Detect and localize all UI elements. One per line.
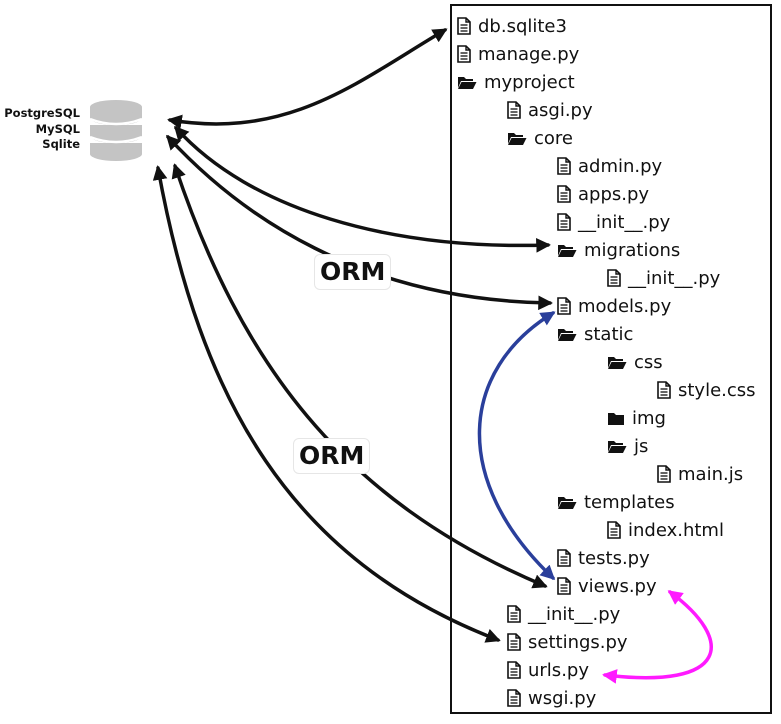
db-label-postgresql: PostgreSQL [4,106,80,120]
db-label-sqlite: Sqlite [42,137,80,151]
orm-label-2: ORM [293,438,371,474]
tree-item-label: index.html [628,519,724,541]
folder-open-icon [558,496,577,509]
file-icon [507,633,521,651]
tree-item-label: db.sqlite3 [478,15,567,37]
folder-icon [608,412,624,425]
tree-item-label: __init__.py [628,267,721,289]
tree-folder-item[interactable]: js [607,433,648,459]
tree-item-label: __init__.py [578,211,671,233]
tree-item-label: manage.py [478,43,580,65]
file-icon [557,157,571,175]
tree-folder-item[interactable]: css [607,349,663,375]
tree-item-label: __init__.py [528,603,621,625]
tree-file-item[interactable]: __init__.py [607,265,720,291]
tree-item-label: models.py [578,295,672,317]
tree-item-label: main.js [678,463,744,485]
database-labels: PostgreSQL MySQL Sqlite [4,106,80,153]
tree-item-label: myproject [484,71,575,93]
tree-file-item[interactable]: asgi.py [507,97,593,123]
file-icon [507,661,521,679]
folder-open-icon [608,356,627,369]
tree-item-label: urls.py [528,659,589,681]
tree-item-label: apps.py [578,183,650,205]
tree-folder-item[interactable]: migrations [557,237,680,263]
tree-file-item[interactable]: index.html [607,517,724,543]
tree-item-label: static [584,323,634,345]
tree-file-item[interactable]: urls.py [507,657,589,683]
tree-item-label: migrations [584,239,681,261]
tree-file-item[interactable]: __init__.py [557,209,670,235]
tree-file-item[interactable]: models.py [557,293,671,319]
tree-folder-item[interactable]: static [557,321,633,347]
database-icon [88,98,144,166]
folder-open-icon [458,76,477,89]
tree-file-item[interactable]: db.sqlite3 [457,13,567,39]
tree-file-item[interactable]: manage.py [457,41,579,67]
arrow-db-to-settings [152,165,501,643]
file-icon [557,185,571,203]
arrow-views-to-urls [602,590,713,684]
arrow-models-to-views [477,311,556,581]
tree-file-item[interactable]: admin.py [557,153,662,179]
tree-file-item[interactable]: __init__.py [507,601,620,627]
db-label-mysql: MySQL [35,121,80,136]
folder-open-icon [608,440,627,453]
tree-file-item[interactable]: apps.py [557,181,649,207]
tree-file-item[interactable]: tests.py [557,545,650,571]
tree-item-label: style.css [678,379,756,401]
file-icon [607,521,621,539]
file-icon [557,297,571,315]
orm-label-1: ORM [314,254,392,290]
folder-open-icon [558,244,577,257]
tree-item-label: templates [584,491,675,513]
file-icon [657,381,671,399]
file-icon [507,605,521,623]
tree-folder-item[interactable]: img [607,405,666,431]
tree-item-label: tests.py [578,547,650,569]
tree-item-label: admin.py [578,155,663,177]
file-icon [507,101,521,119]
tree-item-label: css [634,351,663,373]
file-icon [557,549,571,567]
file-icon [557,213,571,231]
file-icon [557,577,571,595]
file-icon [457,17,471,35]
tree-folder-item[interactable]: myproject [457,69,575,95]
tree-file-item[interactable]: main.js [657,461,743,487]
folder-open-icon [558,328,577,341]
arrow-db-to-db-sqlite3 [167,28,448,130]
file-icon [507,689,521,707]
arrow-db-to-migrations [174,125,551,253]
tree-item-label: js [634,435,649,457]
file-icon [657,465,671,483]
tree-file-item[interactable]: style.css [657,377,756,403]
tree-folder-item[interactable]: templates [557,489,675,515]
file-icon [607,269,621,287]
tree-item-label: wsgi.py [528,687,597,709]
tree-item-label: asgi.py [528,99,593,121]
tree-item-label: img [632,407,666,429]
tree-file-item[interactable]: wsgi.py [507,685,596,711]
file-icon [457,45,471,63]
